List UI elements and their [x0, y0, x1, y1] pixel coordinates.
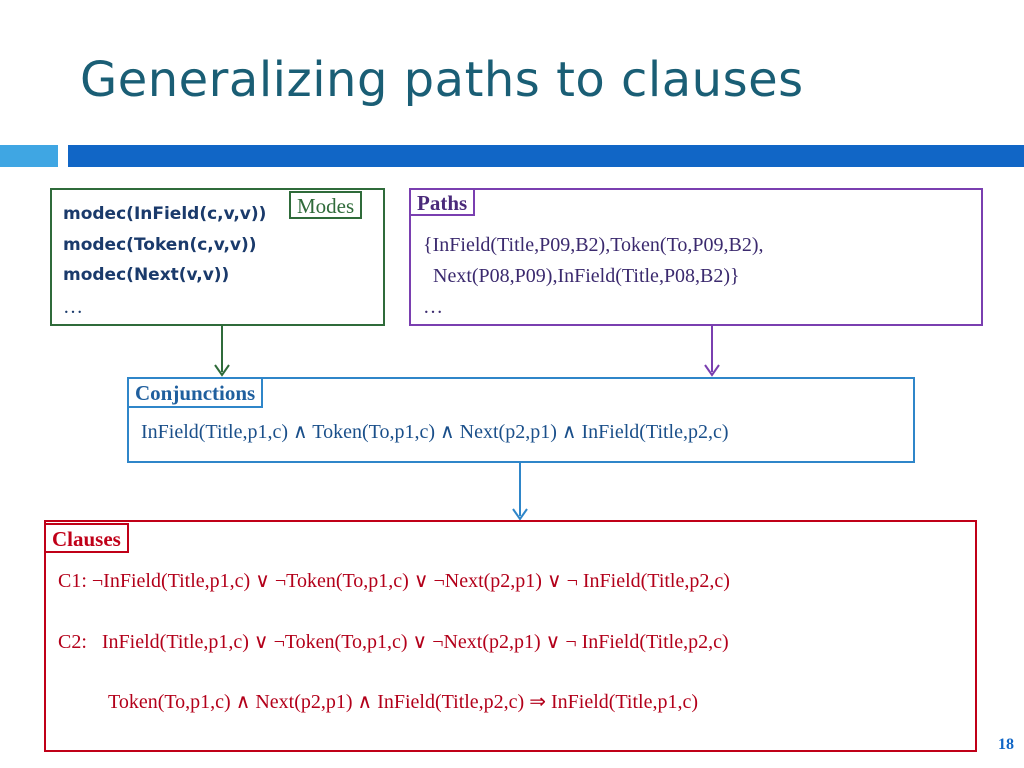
clause-rule: Token(To,p1,c) ∧ Next(p2,p1) ∧ InField(T… [108, 691, 699, 713]
path-ellipsis: … [423, 296, 443, 318]
mode-line: modec(Next(v,v)) [63, 265, 230, 285]
paths-box: {InField(Title,P09,B2),Token(To,P09,B2),… [409, 188, 983, 326]
page-number: 18 [998, 736, 1014, 753]
paths-label: Paths [409, 188, 476, 216]
arrow-paths-to-conjunctions [704, 326, 720, 377]
header-bar-accent [0, 145, 58, 167]
path-line: Next(P08,P09),InField(Title,P08,B2)} [433, 265, 740, 287]
clause-c1: C1: ¬InField(Title,p1,c) ∨ ¬Token(To,p1,… [58, 570, 730, 592]
arrow-modes-to-conjunctions [214, 326, 230, 377]
clauses-box: C1: ¬InField(Title,p1,c) ∨ ¬Token(To,p1,… [44, 520, 977, 752]
mode-line: modec(InField(c,v,v)) [63, 204, 267, 224]
mode-ellipsis: … [63, 296, 83, 318]
conjunction-formula: InField(Title,p1,c) ∧ Token(To,p1,c) ∧ N… [141, 421, 729, 443]
conjunctions-label: Conjunctions [127, 377, 264, 408]
path-line: {InField(Title,P09,B2),Token(To,P09,B2), [423, 234, 764, 256]
header-bar [68, 145, 1024, 167]
clauses-label: Clauses [44, 523, 129, 553]
mode-line: modec(Token(c,v,v)) [63, 235, 257, 255]
clause-c2: C2: InField(Title,p1,c) ∨ ¬Token(To,p1,c… [58, 631, 729, 653]
slide-title: Generalizing paths to clauses [80, 52, 804, 108]
arrow-conjunctions-to-clauses [512, 463, 528, 521]
modes-label: Modes [289, 191, 363, 219]
